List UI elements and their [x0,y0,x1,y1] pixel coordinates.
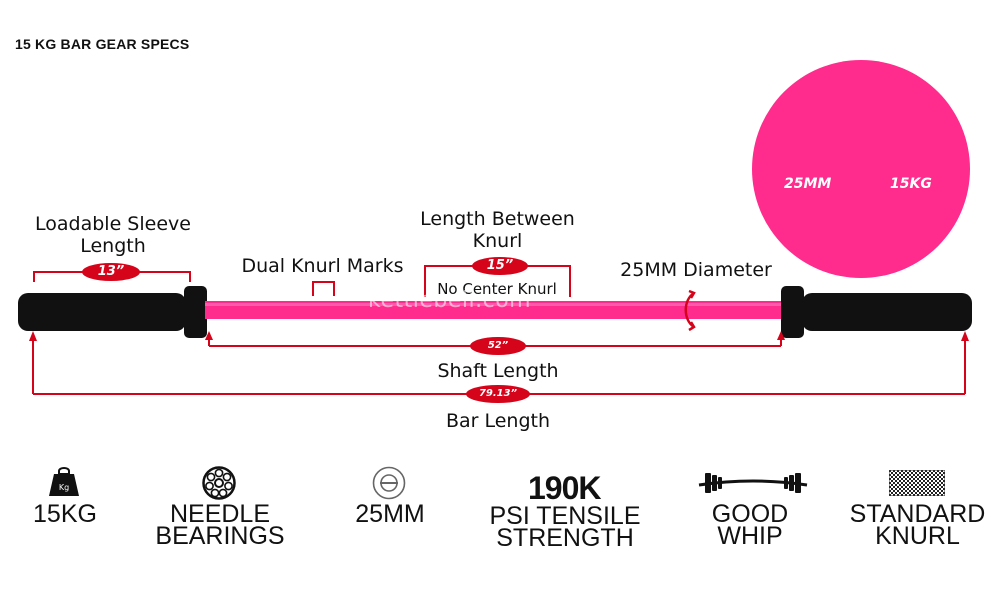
between-knurl-line2: Knurl [472,230,523,252]
left-sleeve [18,286,207,338]
feature-whip: GOOD WHIP [690,500,810,550]
barbell-whip-icon [698,473,808,493]
bumper-plate: 25MM 15KG [752,60,970,278]
page-title: 15 KG BAR GEAR SPECS [15,36,190,52]
feature-diameter: 25MM [340,500,440,528]
feature-bearings: NEEDLE BEARINGS [145,500,295,550]
feature-weight: 15KG [20,500,110,528]
shaft-length-label: Shaft Length [437,360,559,382]
sleeve-value-pill: 13” [82,263,140,281]
feature-diameter-line1: 25MM [355,500,425,528]
feature-knurl: STANDARD KNURL [845,500,990,550]
feature-tensile-line1: PSI TENSILE [489,502,641,530]
between-knurl-line1: Length Between [420,208,575,230]
shaft-value-pill: 52” [470,337,526,355]
feature-whip-line2: WHIP [717,522,783,550]
kettlebell-icon-text: Kg [59,483,69,492]
no-center-knurl-label: No Center Knurl [437,280,557,298]
right-sleeve [781,286,972,338]
sleeve-label-line2: Length [80,235,146,257]
feature-tensile-line2: STRENGTH [496,524,634,552]
bar-value-pill: 79.13” [466,385,530,403]
feature-weight-line1: 15KG [33,500,97,528]
between-knurl-value-pill: 15” [472,257,528,275]
kettlebell-weight-icon: Kg [49,467,79,496]
tensile-strength-headline: 190K [528,470,601,506]
watermark: kettlebell.com [368,288,532,313]
plate-weight-label: 15KG [890,176,932,192]
between-knurl-label: Length Between Knurl [410,208,585,252]
diameter-circle-icon [372,466,406,500]
knurl-marks-bracket [312,281,335,296]
diameter-label: 25MM Diameter [620,259,772,281]
knurl-pattern-icon [888,469,946,497]
feature-knurl-line1: STANDARD [849,500,986,528]
sleeve-label: Loadable Sleeve Length [28,213,198,257]
feature-knurl-line2: KNURL [875,522,960,550]
bar-length-label: Bar Length [445,410,551,432]
feature-tensile: PSI TENSILE STRENGTH [480,502,650,552]
feature-bearings-line2: BEARINGS [155,522,285,550]
dual-knurl-label: Dual Knurl Marks [241,255,404,277]
sleeve-label-line1: Loadable Sleeve [35,213,191,235]
feature-whip-line1: GOOD [711,500,789,528]
feature-bearings-line1: NEEDLE [169,500,271,528]
needle-bearing-icon [202,466,236,500]
diameter-arrow [684,289,696,332]
plate-diameter-label: 25MM [784,176,832,192]
